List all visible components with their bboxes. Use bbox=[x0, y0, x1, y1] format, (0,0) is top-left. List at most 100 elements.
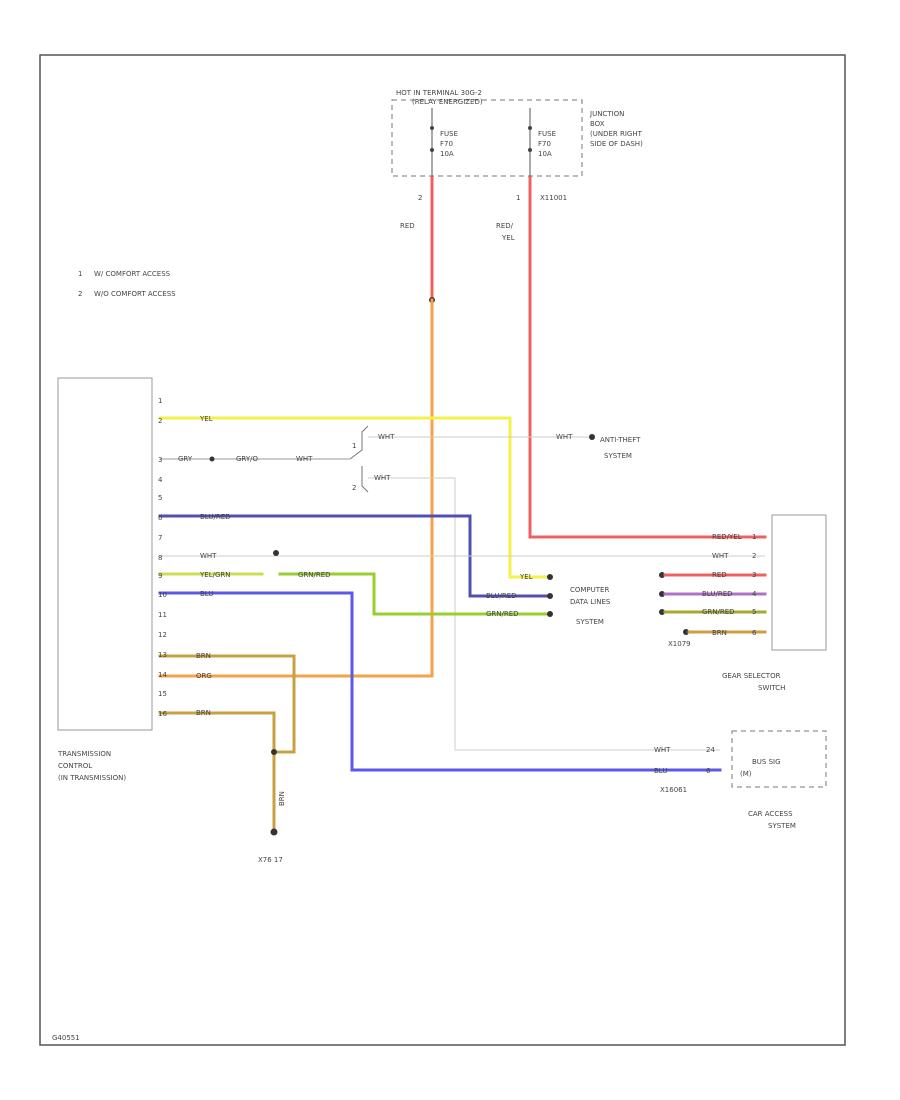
cdl-connector-3 bbox=[547, 611, 553, 617]
tcu-box bbox=[57, 377, 153, 731]
tcu-pin-1: 1 bbox=[158, 397, 162, 405]
tcu-pin-7: 7 bbox=[158, 534, 162, 542]
wire-label-red-yel-gs: RED/YEL bbox=[712, 533, 742, 541]
gear-selector-label-1: GEAR SELECTOR bbox=[722, 672, 781, 680]
bus-sig-box bbox=[731, 730, 827, 788]
wire-blue bbox=[158, 591, 722, 772]
wire-yellow bbox=[158, 416, 550, 579]
tcu-pin-5: 5 bbox=[158, 494, 162, 502]
wire-label-grn-red-gs: GRN/RED bbox=[702, 608, 735, 616]
wire-red-yel bbox=[528, 176, 767, 539]
wire-label-yel: YEL bbox=[199, 415, 213, 423]
wire-label-yel-grn: YEL/GRN bbox=[199, 571, 230, 579]
wire-label-blu-red-gs: BLU/RED bbox=[702, 590, 733, 598]
wire-label-red-yel-2: YEL bbox=[501, 234, 515, 242]
tcu-pin-14: 14 bbox=[158, 671, 167, 679]
junction-label-4: SIDE OF DASH) bbox=[590, 140, 643, 148]
tcu-pin-16: 16 bbox=[158, 710, 167, 718]
wire-brn-1 bbox=[158, 654, 296, 754]
wire-label-wht-bus: WHT bbox=[654, 746, 671, 754]
gear-selector-label-2: SWITCH bbox=[758, 684, 785, 692]
switch-bracket bbox=[349, 425, 369, 493]
wire-label-wht-bus1: WHT bbox=[374, 474, 391, 482]
gs-pin-3: 3 bbox=[752, 571, 756, 579]
header-line1: HOT IN TERMINAL 30G-2 bbox=[396, 89, 482, 97]
junction-label-2: BOX bbox=[590, 120, 605, 128]
wire-label-blu-red: BLU/RED bbox=[200, 513, 231, 521]
gry-connector bbox=[209, 456, 215, 462]
tcu-pin-11: 11 bbox=[158, 611, 167, 619]
wht-splice bbox=[273, 550, 279, 556]
wire-label-wht-b: WHT bbox=[378, 433, 395, 441]
fuse-left-label-1: FUSE bbox=[440, 130, 458, 138]
splice-label: X1079 bbox=[668, 640, 691, 648]
tcu-pin-10: 10 bbox=[158, 591, 167, 599]
wire-label-gry2: GRY/O bbox=[236, 455, 258, 463]
wire-label-brn1: BRN bbox=[196, 652, 211, 660]
wire-label-brn2: BRN bbox=[196, 709, 211, 717]
ground-label: X76 17 bbox=[258, 856, 283, 864]
wire-orange bbox=[158, 298, 434, 678]
gs-pin-2: 2 bbox=[752, 552, 756, 560]
pin-left: 2 bbox=[418, 194, 422, 202]
gear-selector-box bbox=[771, 514, 827, 651]
fuse-right-dot-top bbox=[528, 126, 532, 130]
cdl-connector-1 bbox=[547, 574, 553, 580]
pin-right: 1 bbox=[516, 194, 520, 202]
tcu-pin-8: 8 bbox=[158, 554, 162, 562]
diagram-frame bbox=[39, 54, 846, 1046]
tcu-pin-12: 12 bbox=[158, 631, 167, 639]
footer-code: G40551 bbox=[52, 1034, 80, 1042]
legend-text-1: W/ COMFORT ACCESS bbox=[94, 270, 171, 278]
wire-label-wht-gs: WHT bbox=[712, 552, 729, 560]
legend-text-2: W/O COMFORT ACCESS bbox=[94, 290, 176, 298]
bus-sig-label-2: (M) bbox=[740, 770, 752, 778]
ground-connector bbox=[270, 828, 278, 836]
wire-label-grn-red-r: GRN/RED bbox=[486, 610, 519, 618]
wire-label-wht-a: WHT bbox=[296, 455, 313, 463]
tcu-pin-3: 3 bbox=[158, 456, 162, 464]
bus-pin-1: 24 bbox=[706, 746, 715, 754]
connector-label: X11001 bbox=[540, 194, 567, 202]
anti-theft-label-2: SYSTEM bbox=[604, 452, 632, 460]
gs-pin-5: 5 bbox=[752, 608, 756, 616]
car-access-label-2: SYSTEM bbox=[768, 822, 796, 830]
fuse-right-label-2: F70 bbox=[538, 140, 551, 148]
wire-label-gry: GRY bbox=[178, 455, 193, 463]
wire-label-wht-d: WHT bbox=[200, 552, 217, 560]
legend: 1 W/ COMFORT ACCESS 2 W/O COMFORT ACCESS bbox=[78, 270, 176, 298]
tcu-label-1: TRANSMISSION bbox=[57, 750, 111, 758]
gs-pin-1: 1 bbox=[752, 533, 756, 541]
anti-theft-label-1: ANTI-THEFT bbox=[600, 436, 641, 444]
gs-pins: 1 2 3 4 5 6 bbox=[752, 533, 757, 637]
wire-label-red-left: RED bbox=[400, 222, 415, 230]
fuse-left-dot-bot bbox=[430, 148, 434, 152]
legend-num-1: 1 bbox=[78, 270, 82, 278]
cdl-label-2: DATA LINES bbox=[570, 598, 611, 606]
tcu-pin-13: 13 bbox=[158, 651, 167, 659]
legend-num-2: 2 bbox=[78, 290, 82, 298]
header-line2: (RELAY ENERGIZED) bbox=[412, 98, 483, 106]
wire-label-blu-red-r: BLU/RED bbox=[486, 592, 517, 600]
junction-label-3: (UNDER RIGHT bbox=[590, 130, 643, 138]
tcu-pins: 1 2 3 4 5 6 7 8 9 10 11 12 13 14 15 16 bbox=[158, 397, 167, 718]
tcu-pin-9: 9 bbox=[158, 572, 162, 580]
junction-box-outline bbox=[391, 99, 583, 177]
tcu-pin-15: 15 bbox=[158, 690, 167, 698]
wire-brn-2 bbox=[158, 711, 276, 832]
junction-label-1: JUNCTION bbox=[589, 110, 624, 118]
wire-label-grn-red: GRN/RED bbox=[298, 571, 331, 579]
tcu-pin-6: 6 bbox=[158, 514, 163, 522]
switch-pos-1: 1 bbox=[352, 442, 356, 450]
junction-box-group: HOT IN TERMINAL 30G-2 (RELAY ENERGIZED) … bbox=[391, 89, 643, 202]
fuse-right-label-3: 10A bbox=[538, 150, 552, 158]
tcu-label-2: CONTROL bbox=[58, 762, 92, 770]
tcu-pin-4: 4 bbox=[158, 476, 163, 484]
fuse-right-dot-bot bbox=[528, 148, 532, 152]
wire-label-blu-bus: BLU bbox=[654, 767, 667, 775]
anti-theft-connector bbox=[589, 434, 595, 440]
car-access-label-1: CAR ACCESS bbox=[748, 810, 793, 818]
fuse-left-label-2: F70 bbox=[440, 140, 453, 148]
wire-label-org: ORG bbox=[196, 672, 212, 680]
cdl-label-3: SYSTEM bbox=[576, 618, 604, 626]
